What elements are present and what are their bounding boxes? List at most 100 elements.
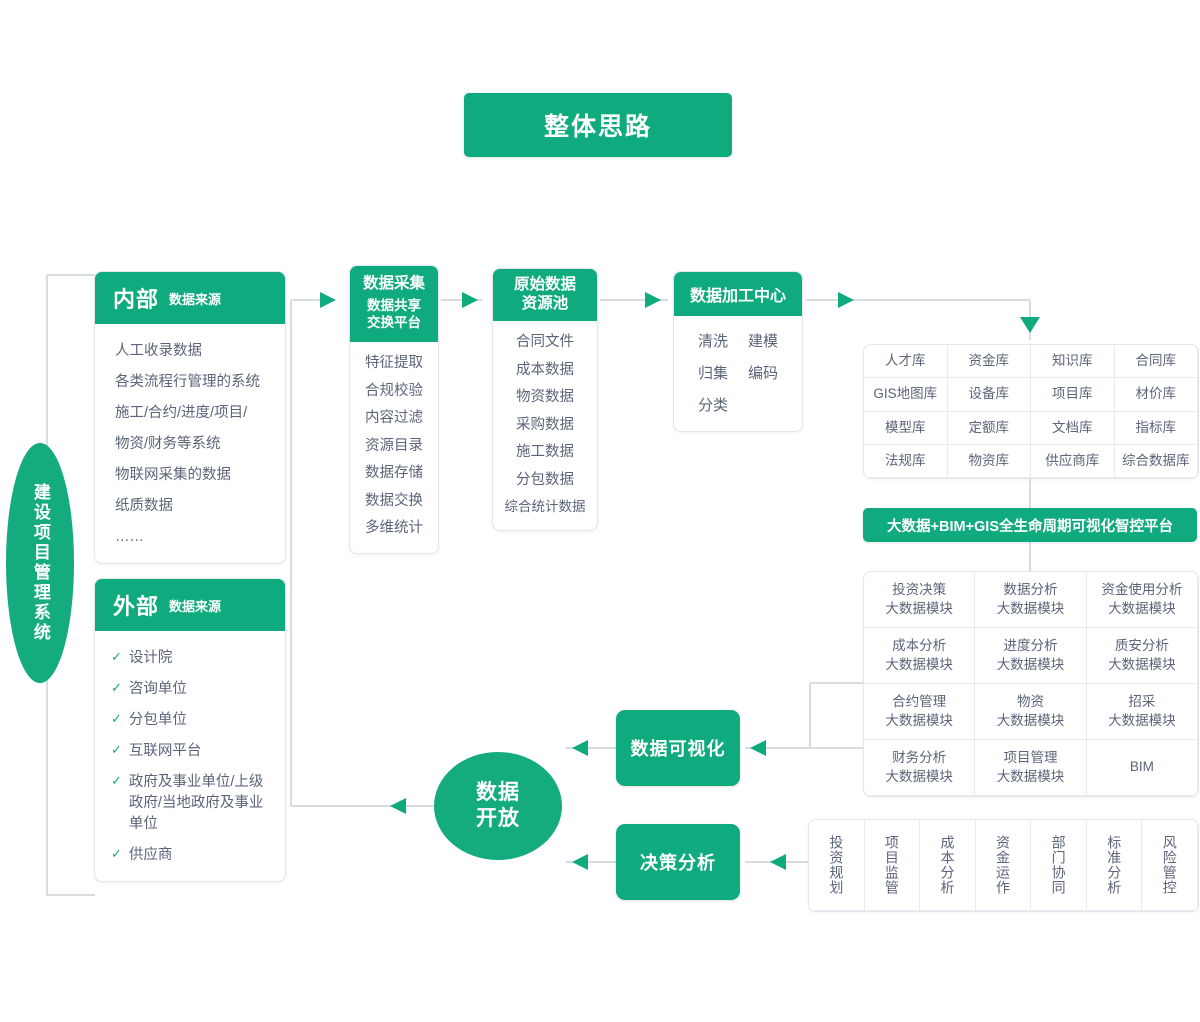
grid-cell: 归集 (697, 365, 728, 382)
list-item: ✓供应商 (95, 840, 285, 871)
list-item: 数据交换 (365, 492, 423, 509)
system-label: 建设项目管理系统 (30, 483, 50, 643)
grid-cell: 建模 (747, 333, 778, 350)
data-collection-header: 数据采集 数据共享 交换平台 (350, 266, 438, 343)
list-item: 采购数据 (516, 416, 574, 433)
grid-cell: 招采 大数据模块 (1086, 684, 1198, 740)
grid-cell: 法规库 (864, 444, 948, 478)
external-source-header: 外部 数据来源 (95, 579, 285, 631)
grid-cell: 资金库 (947, 345, 1031, 379)
list-item: 合同文件 (516, 334, 574, 350)
list-item: 物联网采集的数据 (115, 467, 231, 484)
grid-cell: 投资规划 (809, 820, 865, 911)
grid-cell: 物资库 (947, 444, 1031, 478)
list-item: ✓ 咨询单位 (95, 674, 285, 705)
arrow-left-5 (390, 798, 406, 814)
arrow-right-2 (462, 292, 478, 308)
grid-cell: 标准分析 (1086, 820, 1143, 911)
grid-cell: 项目监管 (864, 820, 921, 911)
list-item-label: 咨询单位 (128, 681, 187, 698)
list-item: ✓设计院 (95, 643, 285, 674)
data-visualization-box: 数据可视化 (616, 710, 740, 786)
grid-cell: 成本分析 (920, 820, 976, 911)
system-ellipse: 建设项目管理系统 (6, 443, 74, 683)
arrow-left-3 (572, 740, 588, 756)
grid-cell: 供应商库 (1031, 444, 1115, 478)
grid-cell: 成本分析 大数据模块 (864, 628, 976, 684)
list-item: 各类流程行管理的系统 (115, 374, 260, 391)
grid-cell: 部门协同 (1031, 820, 1087, 911)
list-item: 物资/财务等系统 (115, 436, 221, 453)
grid-cell: 分类 (697, 397, 728, 414)
grid-cell: 数据分析 大数据模块 (975, 572, 1087, 628)
list-item: 施工/合约/进度/项目/ (115, 405, 248, 422)
raw-data-pool-header: 原始数据 资源池 (493, 269, 597, 321)
list-item-label: 供应商 (128, 847, 173, 864)
grid-cell: 物资 大数据模块 (975, 684, 1087, 740)
list-item: 特征提取 (365, 355, 423, 372)
list-item: ✓互联网平台 (95, 736, 285, 767)
module-grid: 投资决策 大数据模块 数据分析 大数据模块 资金使用分析 大数据模块 成本分析 … (863, 571, 1199, 797)
list-item: 多维统计 (365, 520, 423, 537)
data-processing-header: 数据加工中心 (674, 272, 802, 316)
arrow-down-1 (1020, 317, 1040, 333)
internal-source-title: 内部 (113, 287, 160, 312)
grid-cell: 合同库 (1114, 345, 1198, 379)
list-item: 人工收录数据 (115, 343, 202, 359)
data-processing-title: 数据加工中心 (689, 288, 786, 305)
grid-cell: 材价库 (1114, 378, 1198, 412)
check-icon: ✓ (111, 711, 122, 727)
grid-cell: 定额库 (947, 411, 1031, 445)
grid-cell: GIS地图库 (864, 378, 948, 412)
internal-source-header: 内部 数据来源 (95, 272, 285, 324)
arrow-left-4 (572, 854, 588, 870)
grid-cell: 项目管理 大数据模块 (975, 740, 1087, 796)
arrow-right-1 (320, 292, 336, 308)
grid-cell: 资金使用分析 大数据模块 (1086, 572, 1198, 628)
page-title: 整体思路 (464, 93, 732, 157)
grid-cell: 合约管理 大数据模块 (864, 684, 976, 740)
external-source-subtitle: 数据来源 (169, 598, 222, 614)
grid-cell: 文档库 (1031, 411, 1115, 445)
check-icon: ✓ (111, 742, 122, 758)
data-collection-list: 特征提取 合规校验 内容过滤 资源目录 数据存储 数据交换 多维统计 (350, 342, 438, 553)
external-source-card: 外部 数据来源 ✓设计院 ✓咨询单位 ✓分包单位 ✓互联网平台 ✓政府及事业单位… (94, 578, 286, 883)
arrow-left-2 (770, 854, 786, 870)
grid-cell: 设备库 (947, 378, 1031, 412)
grid-cell: 资金运作 (975, 820, 1032, 911)
data-processing-grid: 清洗 建模 归集 编码 分类 (674, 316, 802, 431)
data-open-circle: 数据 开放 (434, 752, 562, 860)
raw-data-pool-title: 原始数据 资源池 (513, 275, 576, 312)
internal-source-list: 人工收录数据 各类流程行管理的系统 施工/合约/进度/项目/ 物资/财务等系统 … (95, 324, 285, 563)
data-collection-card: 数据采集 数据共享 交换平台 特征提取 合规校验 内容过滤 资源目录 数据存储 … (349, 265, 439, 554)
raw-data-pool-list: 合同文件 成本数据 物资数据 采购数据 施工数据 分包数据 综合统计数据 (493, 321, 597, 530)
grid-cell: BIM (1086, 740, 1198, 796)
data-open-line1: 数据 (476, 780, 520, 804)
list-item: 物资数据 (516, 389, 574, 406)
list-item: 分包数据 (516, 471, 574, 488)
platform-banner: 大数据+BIM+GIS全生命周期可视化智控平台 (863, 508, 1197, 542)
data-open-line2: 开放 (476, 807, 520, 830)
list-item-label: 设计院 (128, 650, 173, 666)
list-item: 综合统计数据 (504, 499, 586, 515)
grid-cell: 投资决策 大数据模块 (864, 572, 976, 628)
grid-cell (738, 394, 788, 415)
grid-cell: 指标库 (1114, 411, 1198, 445)
arrow-right-4 (838, 292, 854, 308)
grid-cell: 模型库 (864, 411, 948, 445)
list-item: 内容过滤 (365, 410, 423, 427)
list-item: ✓政府及事业单位/上级政府/当地政府及事业单位 (95, 767, 285, 840)
list-item: 合规校验 (365, 382, 423, 399)
check-icon: ✓ (111, 773, 122, 789)
list-item: 施工数据 (516, 444, 574, 461)
list-item: 成本数据 (516, 361, 574, 378)
check-icon: ✓ (111, 680, 122, 696)
data-collection-subtitle: 数据共享 交换平台 (367, 298, 421, 331)
grid-cell: 综合数据库 (1114, 444, 1198, 478)
list-item: 数据存储 (365, 465, 423, 482)
grid-cell: 项目库 (1031, 378, 1115, 412)
grid-cell: 进度分析 大数据模块 (975, 628, 1087, 684)
grid-cell: 人才库 (864, 345, 948, 379)
data-collection-title: 数据采集 (362, 275, 425, 292)
